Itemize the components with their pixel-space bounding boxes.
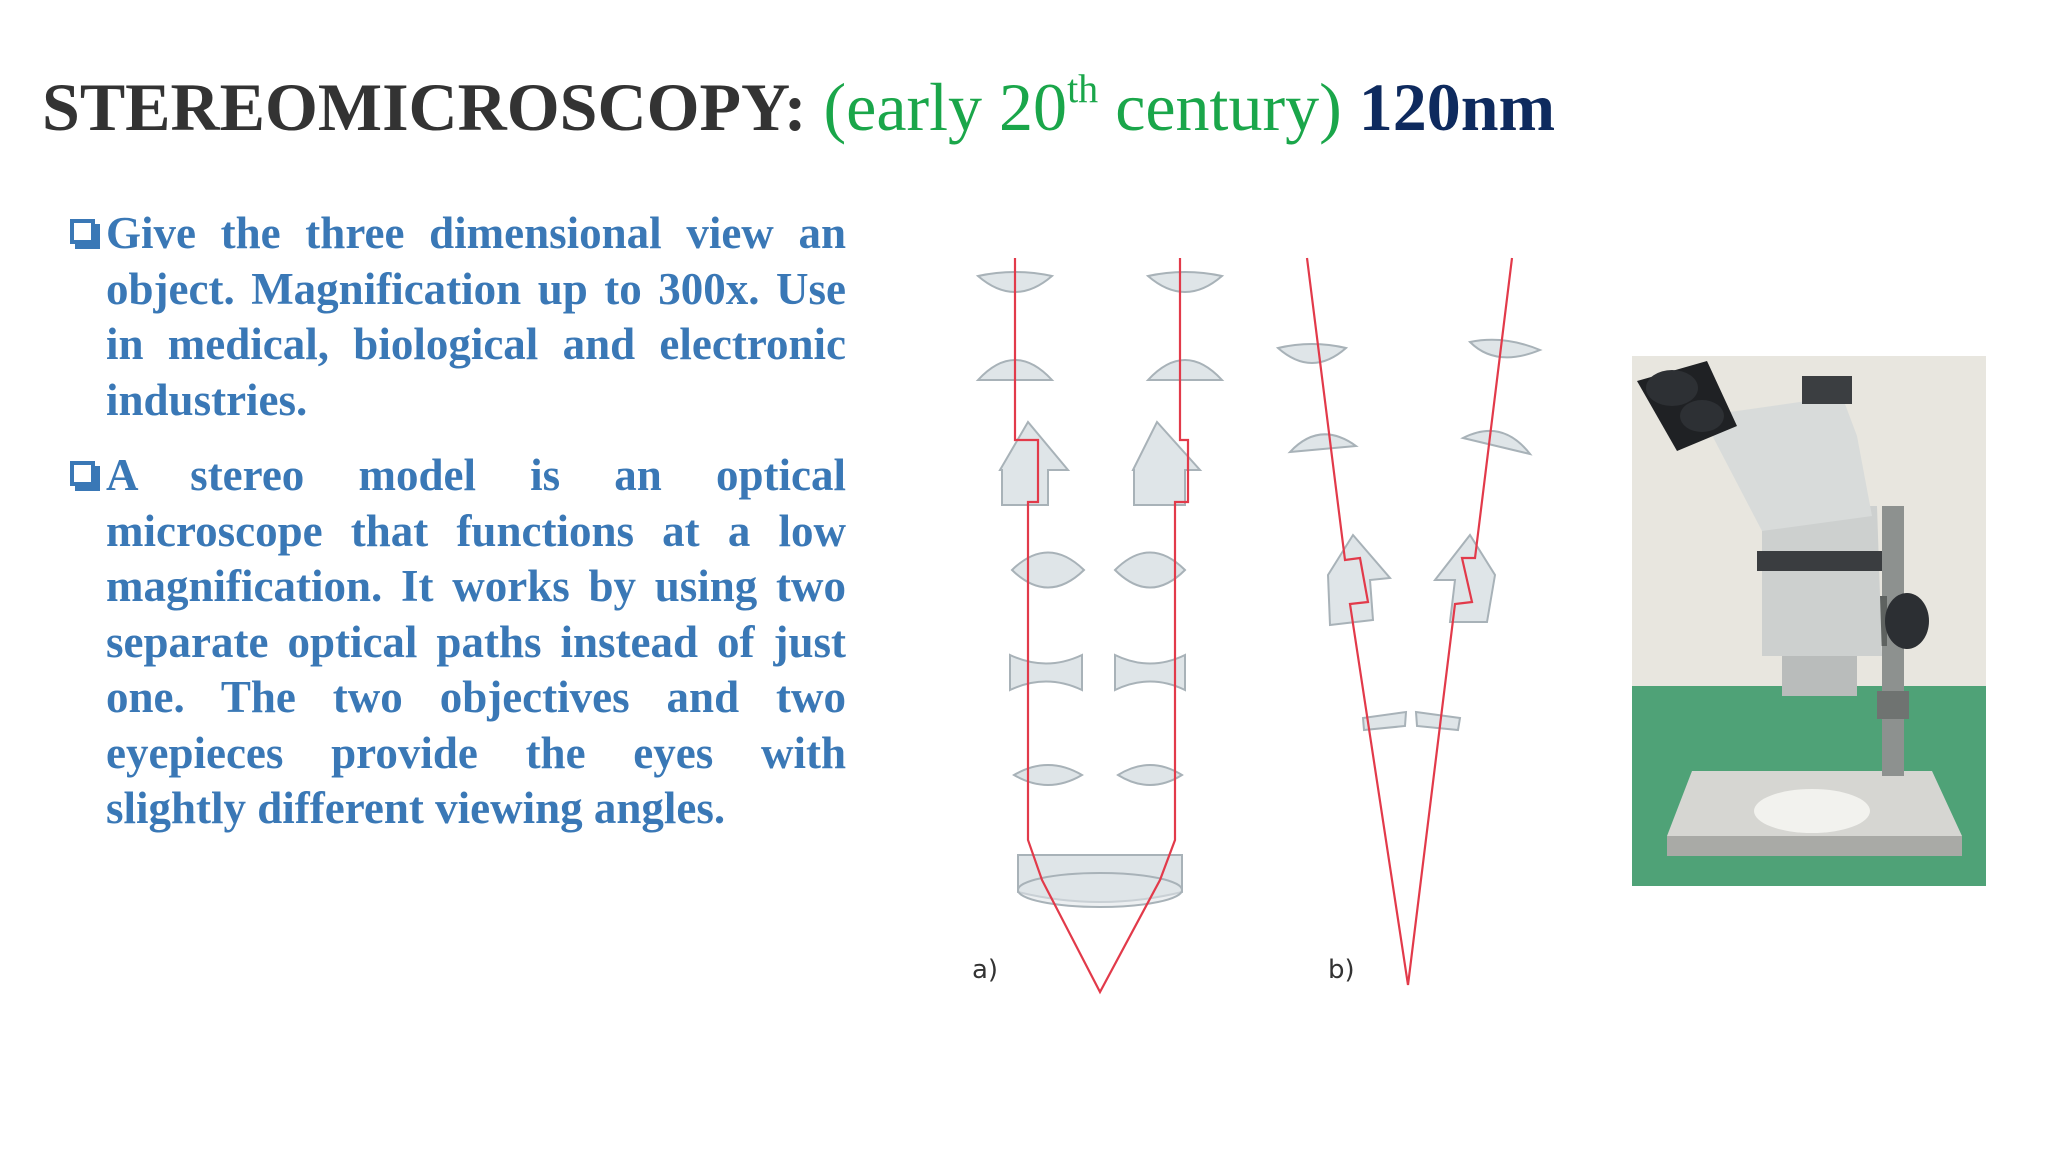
diagram-b-label: b) bbox=[1328, 955, 1355, 985]
diagram-b-lenses bbox=[1275, 338, 1543, 732]
title-era: (early 20th century) bbox=[823, 66, 1342, 146]
bullet-item: A stereo model is an optical microscope … bbox=[70, 448, 846, 837]
diagram-a-lenses bbox=[975, 271, 1225, 908]
title-main: STEREOMICROSCOPY: bbox=[42, 69, 807, 145]
stereomicroscope-photo bbox=[1632, 356, 1986, 886]
checkbox-bullet-icon bbox=[70, 219, 100, 249]
bullet-item: Give the three dimensional view an objec… bbox=[70, 206, 846, 428]
title-resolution: 120nm bbox=[1358, 69, 1556, 145]
checkbox-bullet-icon bbox=[70, 461, 100, 491]
slide-title: STEREOMICROSCOPY: (early 20th century) 1… bbox=[42, 62, 1555, 152]
diagram-b-rays bbox=[1305, 257, 1514, 986]
diagram-a-rays bbox=[1013, 258, 1190, 995]
diagram-a-label: a) bbox=[972, 955, 998, 985]
bullet-list: Give the three dimensional view an objec… bbox=[70, 206, 846, 837]
stereo-optical-path-diagram: a) b) bbox=[972, 257, 1543, 995]
